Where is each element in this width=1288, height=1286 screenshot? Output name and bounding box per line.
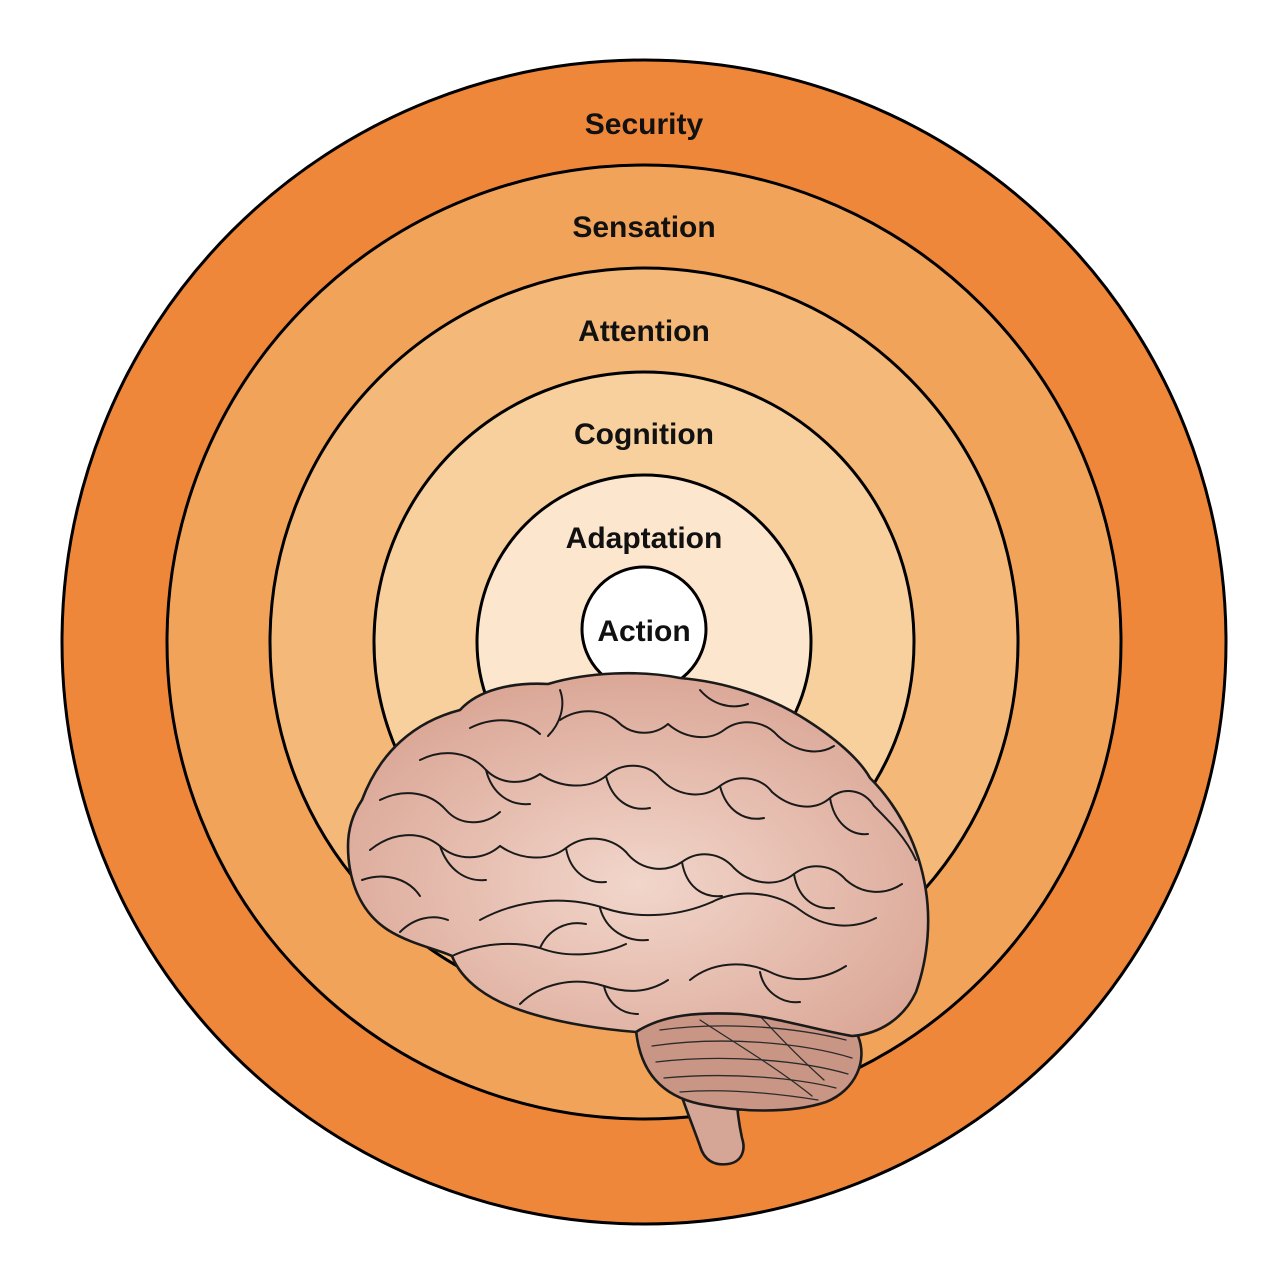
label-security: Security (585, 108, 704, 141)
ring-labels: Security Sensation Attention Cognition A… (566, 108, 723, 648)
brain-icon (346, 671, 930, 1166)
label-adaptation: Adaptation (566, 522, 723, 555)
label-attention: Attention (578, 315, 710, 348)
label-cognition: Cognition (574, 418, 714, 451)
brain-folds (361, 689, 917, 1015)
label-sensation: Sensation (572, 211, 715, 244)
label-action: Action (597, 615, 690, 648)
cerebellum-folia (651, 1015, 853, 1101)
